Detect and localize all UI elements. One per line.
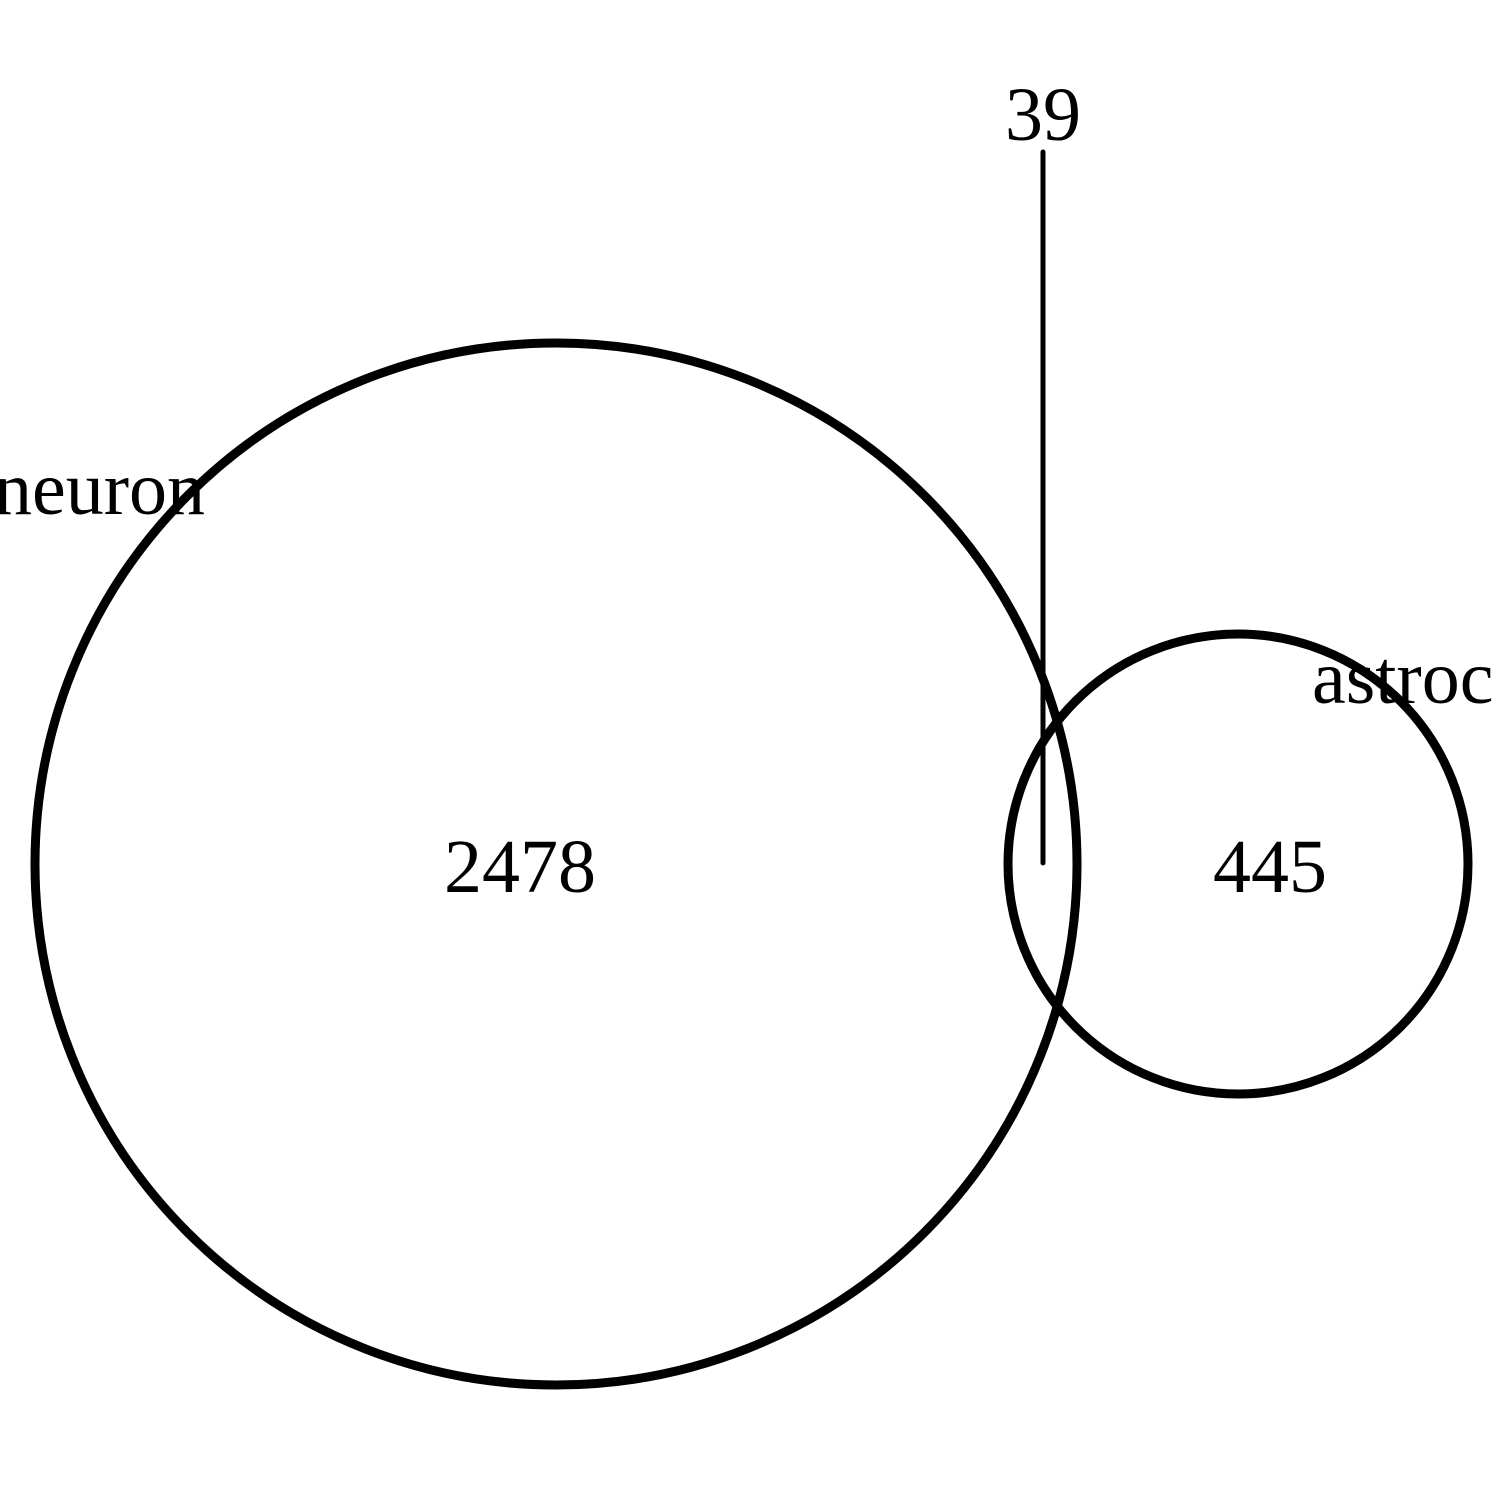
neuron-set-circle bbox=[30, 338, 1082, 1390]
astroc-set-circle bbox=[1003, 629, 1473, 1099]
astroc-only-count: 445 bbox=[1213, 825, 1327, 909]
neuron-set-label: neuron bbox=[0, 447, 205, 531]
astroc-set-label: astroc bbox=[1312, 636, 1493, 720]
intersection-count: 39 bbox=[1005, 73, 1081, 157]
neuron-only-count: 2478 bbox=[444, 825, 596, 909]
